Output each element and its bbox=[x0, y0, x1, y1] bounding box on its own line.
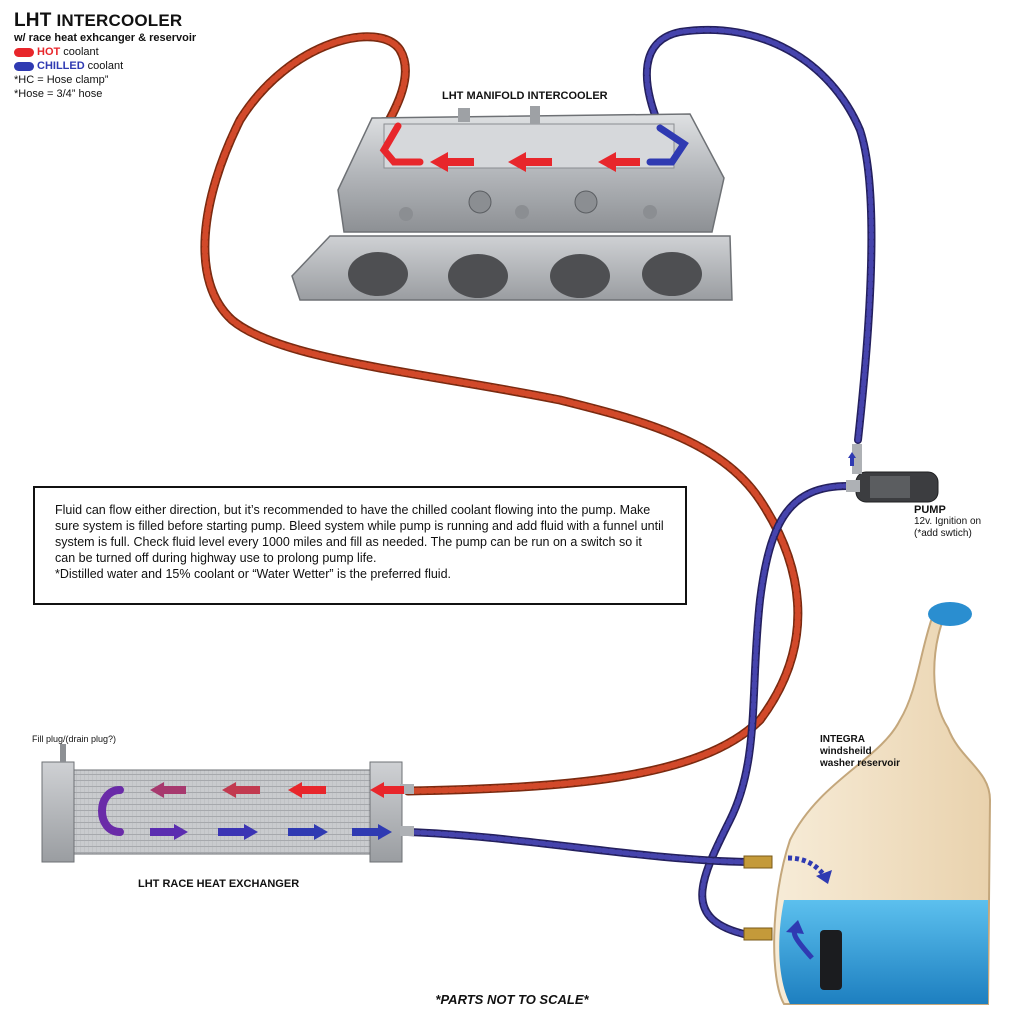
legend-chilled-text: coolant bbox=[87, 60, 124, 72]
heat-exchanger-label: LHT RACE HEAT EXCHANGER bbox=[138, 878, 300, 890]
chilled-hose-lower bbox=[698, 482, 852, 939]
note-hose-size: *Hose = 3/4” hose bbox=[14, 88, 103, 100]
pump-label: PUMP bbox=[914, 504, 946, 516]
reservoir-label-2: windsheild bbox=[820, 746, 872, 757]
scale-disclaimer: *PARTS NOT TO SCALE* bbox=[435, 992, 589, 1007]
legend-chilled-key: CHILLED bbox=[37, 60, 85, 72]
note-hose-clamp: *HC = Hose clamp” bbox=[14, 74, 109, 86]
manifold-label: LHT MANIFOLD INTERCOOLER bbox=[442, 90, 608, 102]
pump-note-2: (*add swtich) bbox=[914, 528, 972, 539]
legend-hot-text: coolant bbox=[63, 46, 99, 58]
legend-hot-key: HOT bbox=[37, 46, 61, 58]
diagram-subtitle: w/ race heat exhcanger & reservoir bbox=[14, 32, 197, 44]
pump-note-1: 12v. Ignition on bbox=[914, 516, 982, 527]
washer-reservoir-image bbox=[743, 602, 992, 1005]
hot-hose bbox=[200, 32, 803, 796]
hot-swatch-icon bbox=[14, 47, 34, 57]
title-prefix: LHT bbox=[14, 10, 52, 31]
legend-chilled: CHILLED coolant bbox=[14, 60, 123, 72]
chilled-swatch-icon bbox=[14, 61, 34, 71]
pump-image bbox=[846, 444, 939, 503]
title-main: INTERCOOLER bbox=[56, 11, 183, 30]
fill-plug-label: Fill plug/(drain plug?) bbox=[32, 734, 117, 744]
legend-hot: HOT coolant bbox=[14, 46, 99, 58]
diagram-title: LHT INTERCOOLER bbox=[14, 10, 182, 32]
heat-exchanger-image bbox=[41, 744, 414, 863]
instructions-paragraph: Fluid can flow either direction, but it’… bbox=[55, 503, 664, 565]
chilled-hose-return bbox=[404, 828, 752, 866]
reservoir-label-3: washer reservoir bbox=[820, 758, 901, 769]
instructions-box: Fluid can flow either direction, but it’… bbox=[33, 486, 687, 605]
fluid-note: *Distilled water and 15% coolant or “Wat… bbox=[55, 567, 452, 581]
reservoir-label-1: INTEGRA bbox=[820, 734, 865, 745]
manifold-intercooler-image bbox=[291, 106, 733, 301]
chilled-hose-upper bbox=[642, 25, 876, 444]
